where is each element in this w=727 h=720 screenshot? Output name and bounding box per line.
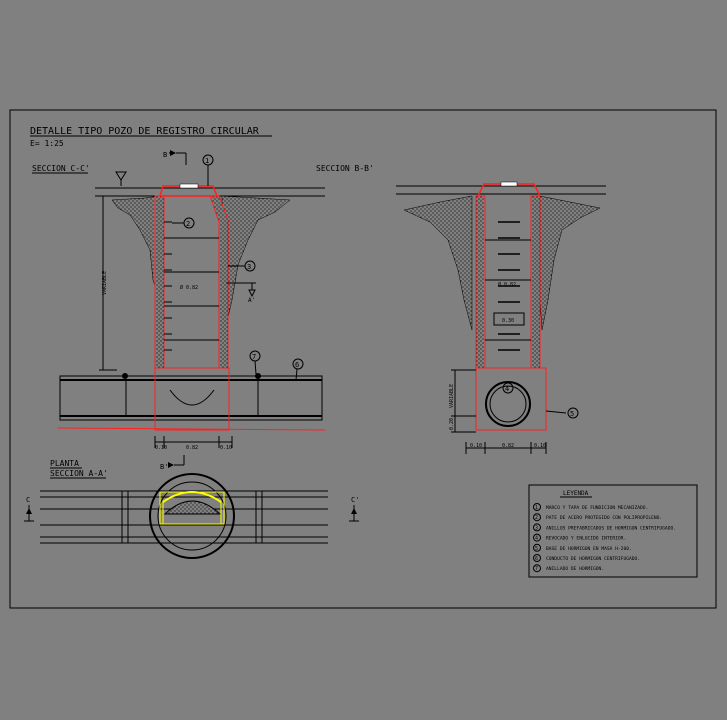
variable-label-cc: VARIABLE: [102, 271, 108, 295]
section-bb-drawing: Ø 0.82 0.30 4 5 VARIABLE 0.20 0.10 0.82 …: [396, 181, 606, 454]
legend-item-number: 3: [535, 525, 538, 531]
callout-5: 5: [570, 410, 574, 418]
callout-3: 3: [247, 263, 251, 271]
legend-item-text: BASE DE HORMIGON EN MASA H-200.: [546, 546, 632, 552]
diameter-label-bb: Ø 0.82: [498, 281, 516, 288]
dim-side-left-bb: 0.10: [470, 443, 482, 449]
legend-item-number: 1: [535, 505, 538, 511]
callout-2: 2: [186, 220, 190, 228]
callout-1: 1: [205, 157, 209, 165]
callout-6: 6: [295, 361, 299, 369]
dim-side-right-bb: 0.10: [534, 443, 546, 449]
legend-item-marker: [533, 554, 541, 562]
legend-item-marker: [533, 543, 541, 552]
callout-4: 4: [505, 385, 509, 393]
manhole-cover: [179, 183, 199, 189]
shaft-wall-left: [154, 195, 165, 369]
legend-item-text: CONDUCTO DE HORMIGON CENTRIFUGADO.: [546, 556, 640, 562]
legend-item-marker: [533, 523, 541, 532]
shaft-wall-right: [209, 195, 229, 369]
legend-item-number: 4: [535, 536, 538, 542]
step-width-label: 0.30: [502, 318, 514, 324]
marker-a-prime: A': [248, 297, 255, 304]
shaft-wall-right-bb: [530, 195, 541, 369]
marker-b-bottom: B': [160, 463, 168, 471]
section-cc-drawing: Ø 0.82 VARIABLE 0.10 0.82 0.10 B': [57, 150, 326, 471]
base-cc: [154, 367, 230, 431]
marker-c: C: [26, 496, 30, 504]
dim-center-cc: 0.82: [186, 445, 198, 451]
manhole-frame: [158, 185, 219, 197]
legend-item-marker: [533, 533, 541, 542]
section-bb-label: SECCION B-B': [316, 164, 374, 173]
diameter-label-cc: Ø 0.82: [180, 284, 198, 291]
drawing-frame: [9, 109, 717, 609]
plan-title: PLANTA: [50, 459, 79, 468]
legend-item-text: ANILLOS PREFABRICADOS DE HORMIGON CENTRI…: [546, 525, 676, 531]
dim-side-left-cc: 0.10: [155, 445, 167, 451]
legend-item-marker: [533, 564, 541, 573]
base-height-label: 0.20: [449, 418, 455, 430]
base-bb: [475, 367, 547, 431]
legend-item-text: ANILLADO DE HORMIGON.: [546, 566, 604, 572]
soil-right: [221, 195, 291, 331]
shaft-wall-left-bb: [475, 195, 486, 369]
legend: LEYENDA 1 MARCO Y TAPA DE FUNDICION MECAN…: [528, 484, 698, 578]
legend-item-marker: [533, 513, 541, 522]
dim-side-right-cc: 0.10: [220, 445, 232, 451]
legend-item-number: 7: [535, 566, 538, 572]
plan-drawing: PLANTA SECCION A-A' C C': [24, 459, 359, 559]
legend-item-number: 5: [535, 546, 538, 552]
dim-center-bb: 0.82: [502, 443, 514, 449]
soil-right-bb: [539, 195, 601, 331]
legend-item-number: 2: [535, 515, 538, 521]
legend-title: LEYENDA: [563, 490, 589, 497]
legend-item-marker: [533, 503, 541, 511]
drawing-title: DETALLE TIPO POZO DE REGISTRO CIRCULAR: [30, 126, 260, 137]
marker-c-prime: C': [351, 496, 359, 504]
legend-item-text: PATE DE ACERO PROTEGIDO CON POLIPROPILEN…: [546, 515, 662, 521]
variable-label-bb: VARIABLE: [449, 384, 455, 408]
marker-b-prime-top: B': [163, 151, 171, 159]
legend-items: 1 MARCO Y TAPA DE FUNDICION MECANIZADO. 2 P…: [533, 503, 676, 573]
legend-box: [528, 484, 698, 578]
legend-item-text: MARCO Y TAPA DE FUNDICION MECANIZADO.: [546, 505, 648, 511]
legend-item-text: REVOCADO Y ENLUCIDO INTERIOR.: [546, 536, 626, 542]
plan-section-label: SECCION A-A': [50, 469, 108, 478]
soil-left: [111, 195, 161, 301]
callout-7: 7: [252, 353, 256, 361]
drawing-scale: E= 1:25: [30, 139, 64, 148]
legend-item-number: 6: [535, 556, 538, 562]
section-cc-label: SECCION C-C': [32, 164, 90, 173]
soil-left-bb: [403, 195, 473, 331]
